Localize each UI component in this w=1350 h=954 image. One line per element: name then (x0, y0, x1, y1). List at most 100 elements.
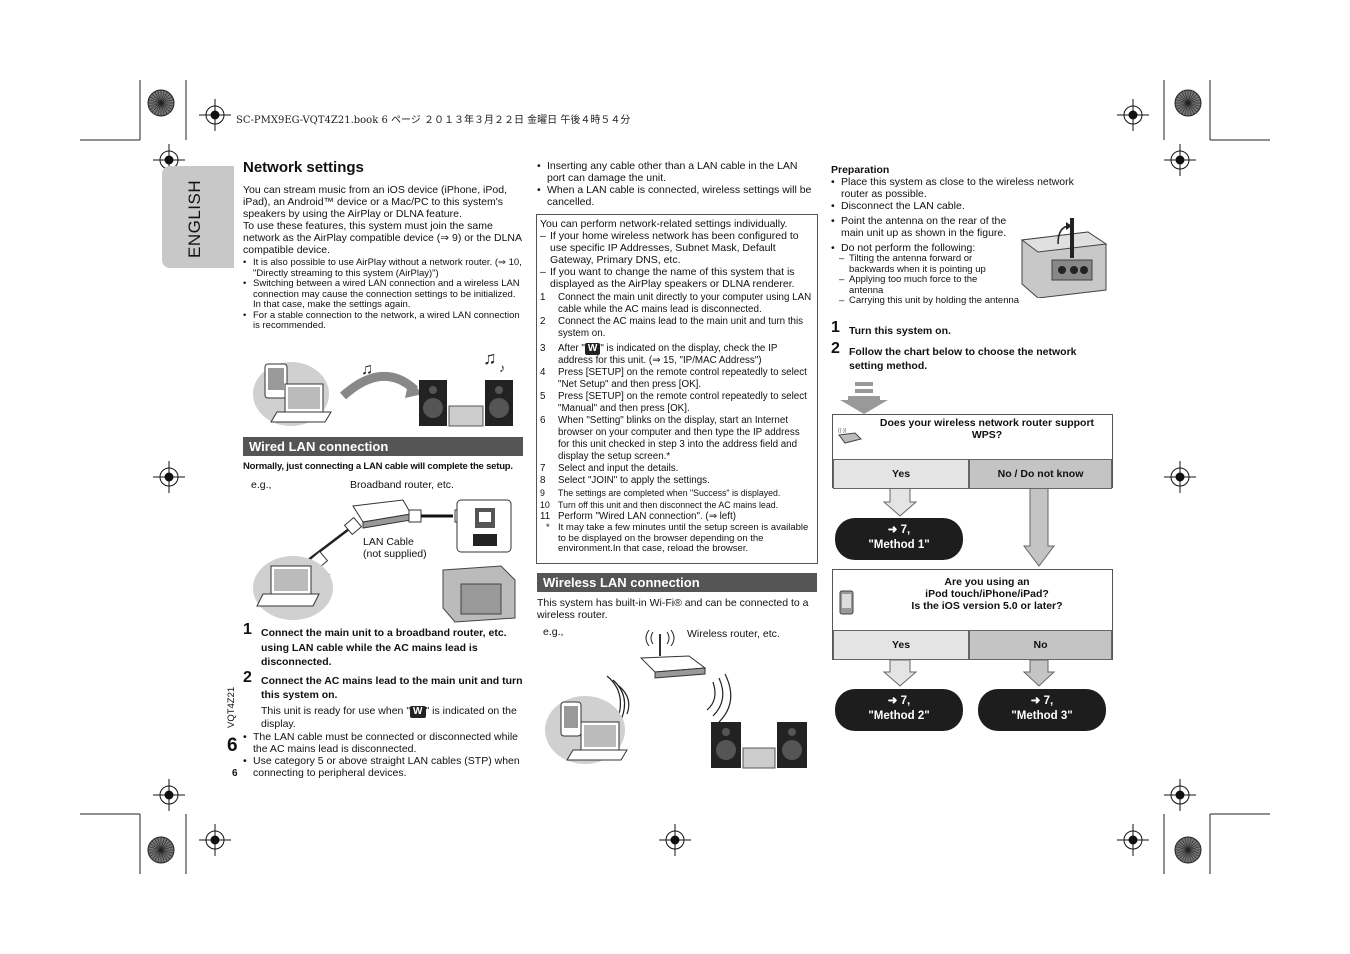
step-text: After " (558, 343, 585, 354)
method-3-result: ➜ 7, "Method 3" (978, 689, 1106, 731)
step-text: Follow the chart below to choose the net… (849, 345, 1077, 373)
arrow-no-1 (1023, 487, 1055, 567)
ipod-icon (839, 590, 854, 615)
wired-steps: 1 Connect the main unit to a broadband r… (243, 621, 523, 779)
page-number-large: 6 (227, 735, 238, 756)
file-header: SC-PMX9EG-VQT4Z21.book 6 ページ ２０１３年３月２２日 … (236, 115, 631, 126)
column-3: Preparation Place this system as close t… (831, 164, 1091, 307)
step-number: 10 (540, 500, 550, 510)
wps-no-option: No / Do not know (969, 459, 1112, 489)
column-2-notes: Inserting any cable other than a LAN cab… (537, 160, 817, 208)
step-number: 3 (540, 343, 546, 354)
wireless-router-label: Wireless router, etc. (687, 628, 780, 640)
registration-target-icon (1117, 99, 1149, 131)
manual-step: 11 Perform "Wired LAN connection". (⇒ lef… (540, 511, 812, 523)
step-text: Turn this system on. (849, 325, 951, 337)
manual-step: 2 Connect the AC mains lead to the main u… (540, 316, 812, 340)
wps-question: Does your wireless network router suppor… (879, 417, 1095, 441)
note-item: For a stable connection to the network, … (243, 310, 523, 332)
method-page-ref: ➜ 7, (887, 524, 911, 536)
color-rosette-icon (1174, 836, 1202, 864)
note-item: It is also possible to use AirPlay witho… (243, 257, 523, 279)
wired-lan-diagram (253, 499, 516, 623)
ios-no-option: No (969, 630, 1112, 660)
step-text: Connect the AC mains lead to the main un… (558, 316, 804, 339)
registration-target-icon (1164, 461, 1196, 493)
language-tab-label-wrap: ENGLISH (185, 180, 245, 260)
method-2-result: ➜ 7, "Method 2" (835, 689, 963, 731)
registration-target-icon (1164, 144, 1196, 176)
language-tab (162, 166, 234, 268)
step-number: 2 (540, 316, 546, 327)
broadband-router-icon (352, 499, 412, 529)
ready-text: This unit is ready for use when " (261, 704, 411, 717)
step-number: 4 (540, 367, 546, 378)
registration-target-icon (659, 824, 691, 856)
streaming-illustration: ♫ ♫ ♪ (253, 350, 513, 427)
wireless-intro: This system has built-in Wi-Fi® and can … (537, 597, 809, 621)
step-number: 1 (243, 621, 252, 638)
wifi-display-icon: W (584, 343, 601, 355)
registration-target-icon (199, 824, 231, 856)
music-note-icon: ♪ (499, 361, 505, 375)
method-1-result: ➜ 7, "Method 1" (835, 518, 963, 560)
lan-cable-label: LAN Cable (not supplied) (363, 536, 427, 560)
note-item: Inserting any cable other than a LAN cab… (537, 160, 817, 184)
ready-text: " is indicated on the display. (261, 704, 517, 730)
wifi-display-icon: W (410, 705, 426, 718)
step-number: 11 (540, 511, 551, 522)
step-number: 2 (831, 339, 840, 357)
manual-step: 8 Select "JOIN" to apply the settings. (540, 475, 812, 487)
ios-question: Are you using an iPod touch/iPhone/iPad?… (869, 576, 1105, 612)
arrow-no-2 (1022, 659, 1056, 687)
box-intro: You can perform network-related settings… (540, 218, 788, 230)
step-1: 1 Connect the main unit to a broadband r… (243, 621, 523, 670)
ios-question-line: Is the iOS version 5.0 or later? (911, 600, 1063, 612)
do-not-item: Carrying this unit by holding the antenn… (839, 295, 1091, 307)
step-2: 2 Connect the AC mains lead to the main … (243, 669, 523, 703)
ios-yes-option: Yes (833, 630, 969, 660)
step-text: Perform "Wired LAN connection". (⇒ left) (558, 511, 736, 522)
box-dash-item: If your home wireless network has been c… (540, 230, 812, 266)
eg-label: e.g., (251, 479, 272, 491)
step-text: Press [SETUP] on the remote control repe… (558, 367, 807, 390)
wps-yes-option: Yes (833, 459, 969, 489)
step-text: Press [SETUP] on the remote control repe… (558, 391, 807, 414)
antenna-note: Point the antenna on the rear of the mai… (831, 215, 1009, 239)
wireless-lan-heading: Wireless LAN connection (537, 573, 817, 592)
flowchart-arrows (840, 382, 1056, 687)
registration-target-icon (153, 779, 185, 811)
step-text: Connect the main unit directly to your c… (558, 292, 812, 315)
wireless-lan-diagram (545, 630, 807, 769)
music-note-icon: ♫ (361, 361, 373, 378)
music-note-icon: ♫ (483, 350, 497, 368)
main-unit-icon (442, 565, 516, 623)
manual-step: 4 Press [SETUP] on the remote control rep… (540, 367, 812, 391)
step-text: Select "JOIN" to apply the settings. (558, 475, 710, 486)
prep-item: Disconnect the LAN cable. (831, 200, 1091, 212)
box-dash-item: If you want to change the name of this s… (540, 266, 812, 290)
column-3-steps: 1 Turn this system on. 2 Follow the char… (831, 320, 1101, 374)
step-number: 6 (540, 415, 546, 426)
ready-note: This unit is ready for use when "W" is i… (243, 705, 523, 730)
wired-lan-subtitle: Normally, just connecting a LAN cable wi… (243, 461, 513, 472)
step-text: Connect the AC mains lead to the main un… (261, 674, 523, 702)
footnote-mark: * (546, 522, 550, 533)
page-number-small: 6 (232, 768, 238, 779)
wired-lan-heading: Wired LAN connection (243, 437, 523, 456)
step-number: 7 (540, 463, 546, 474)
step-text: " is indicated on the display, check the… (558, 343, 778, 366)
side-code: VQT4Z21 (226, 686, 237, 728)
laptop-icon (566, 721, 628, 761)
broadband-label: Broadband router, etc. (350, 479, 454, 491)
step-number: 8 (540, 475, 546, 486)
footnote-text: It may take a few minutes until the setu… (558, 522, 809, 554)
do-not-item: Applying too much force to the antenna (839, 274, 997, 296)
note-item: The LAN cable must be connected or disco… (243, 731, 523, 755)
wifi-signal-icon (645, 630, 675, 647)
method-label: "Method 1" (868, 539, 930, 551)
